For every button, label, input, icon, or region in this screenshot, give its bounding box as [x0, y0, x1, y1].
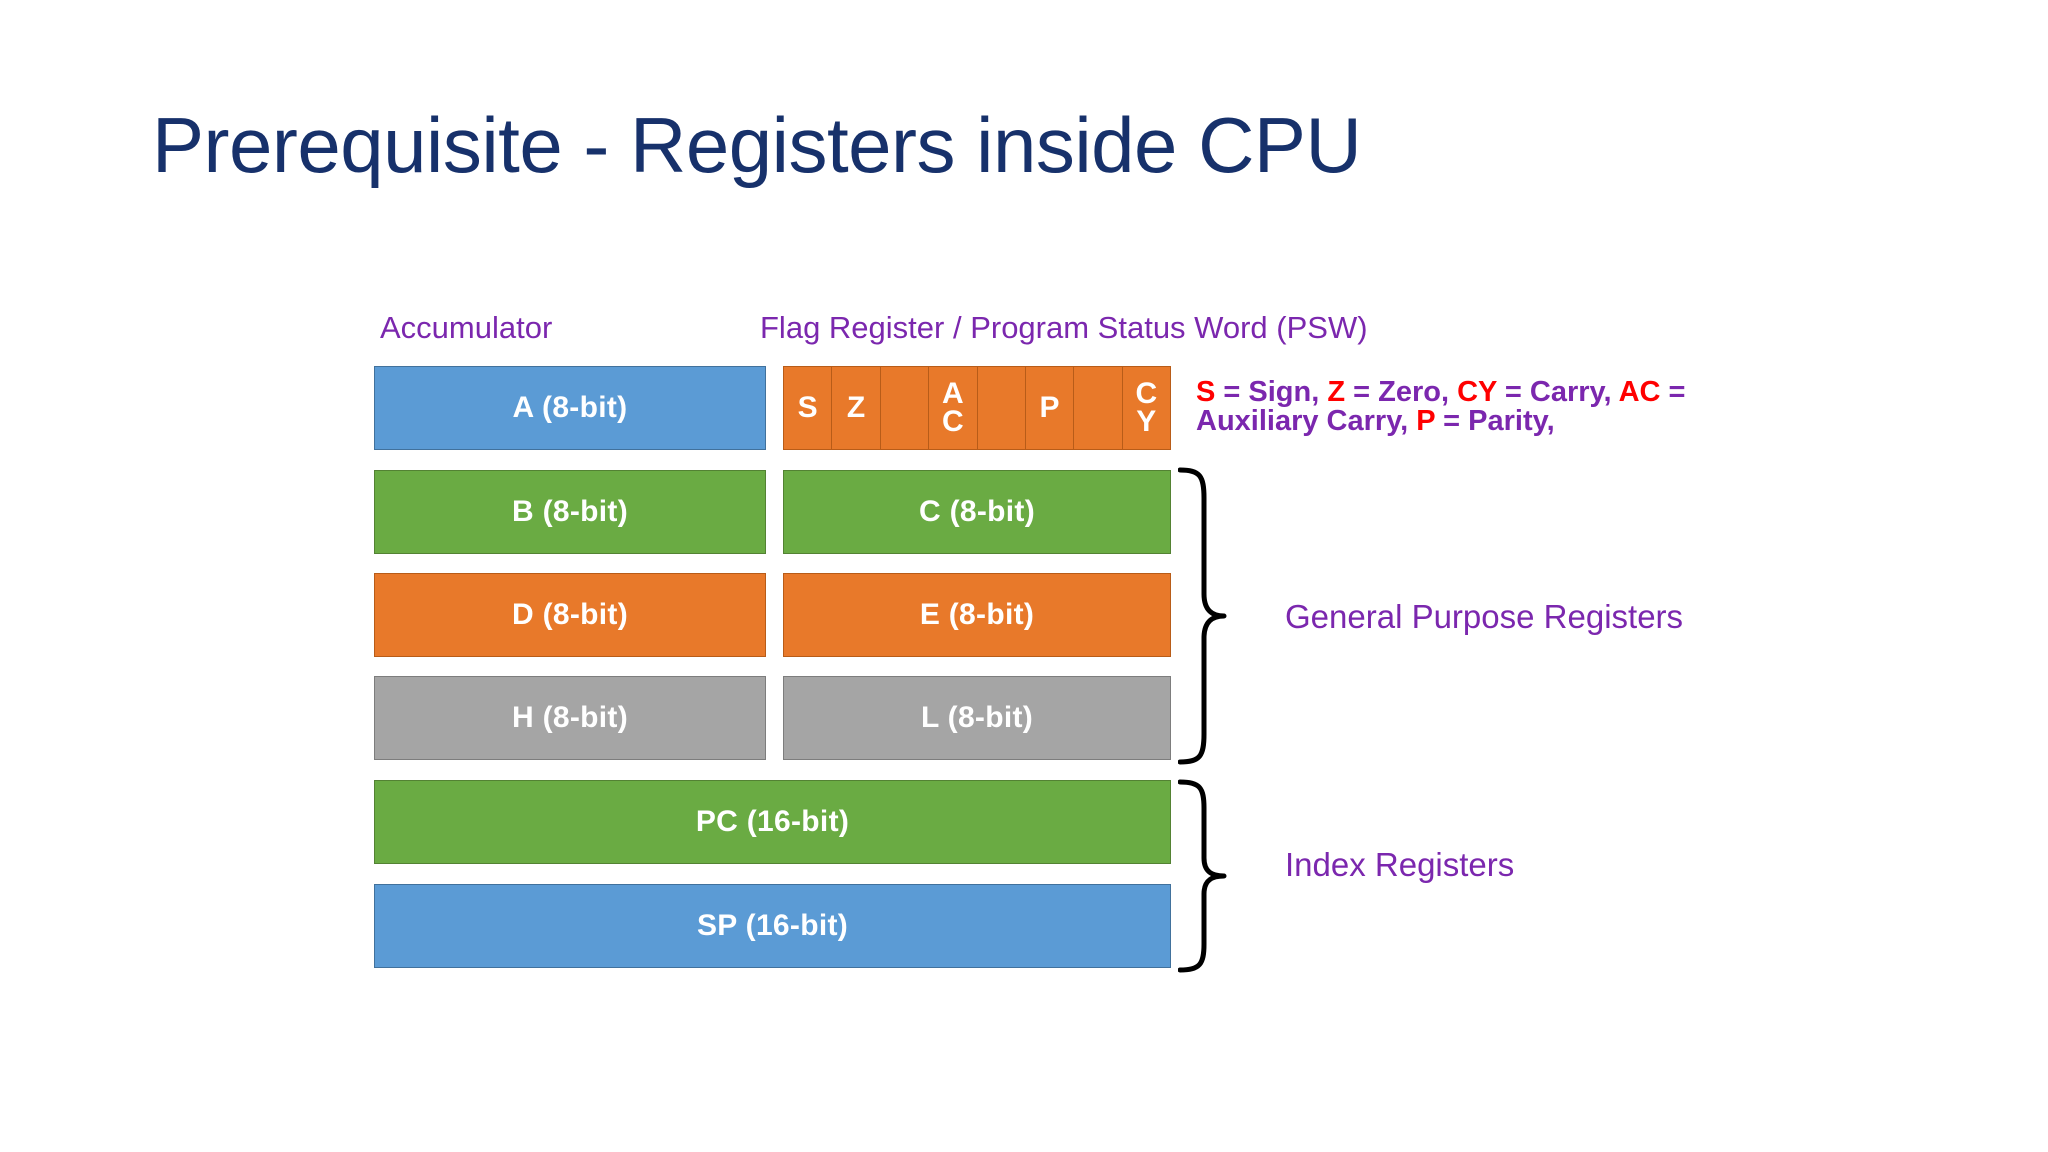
flag-cell-zero: Z	[832, 367, 881, 449]
flag-cell-parity-line-0: P	[1039, 390, 1060, 424]
legend-key-s: S	[1196, 376, 1216, 408]
general-purpose-brace	[1177, 466, 1268, 771]
index-registers-label: Index Registers	[1285, 846, 1515, 883]
flag-cell-auxiliary-carry: A C	[929, 367, 978, 449]
register-box-c: C (8-bit)	[783, 470, 1171, 554]
register-box-d: D (8-bit)	[374, 573, 766, 657]
legend-key-cy: CY	[1457, 376, 1497, 408]
flag-cell-ac-line-0: A	[941, 376, 964, 410]
register-box-h: H (8-bit)	[374, 676, 766, 760]
flag-cell-unused-2	[978, 367, 1026, 449]
general-purpose-registers-label: General Purpose Registers	[1285, 598, 1684, 635]
legend-text-cy: = Carry,	[1496, 376, 1619, 408]
register-box-l: L (8-bit)	[783, 676, 1171, 760]
flag-cell-cy-line-0: C	[1135, 376, 1158, 410]
legend-key-p: P	[1416, 405, 1436, 437]
legend-text-s: = Sign,	[1215, 376, 1328, 408]
index-registers-brace	[1177, 778, 1268, 979]
psw-column-label: Flag Register / Program Status Word (PSW…	[760, 310, 1368, 345]
legend-key-z: Z	[1327, 376, 1346, 408]
register-box-sp: SP (16-bit)	[374, 884, 1171, 968]
flag-cell-unused-3	[1074, 367, 1123, 449]
legend-text-p: = Parity,	[1435, 405, 1555, 437]
legend-text-z: = Zero,	[1345, 376, 1458, 408]
flag-cell-carry: C Y	[1123, 367, 1170, 449]
register-box-pc: PC (16-bit)	[374, 780, 1171, 864]
register-box-b: B (8-bit)	[374, 470, 766, 554]
register-box-a: A (8-bit)	[374, 366, 766, 450]
flag-cell-unused-1	[881, 367, 930, 449]
accumulator-column-label: Accumulator	[380, 310, 553, 345]
register-box-e: E (8-bit)	[783, 573, 1171, 657]
legend-key-ac: AC	[1618, 376, 1661, 408]
flag-cell-ac-line-1: C	[941, 405, 964, 438]
legend-text-ac: = Auxiliary Carry,	[1196, 376, 1686, 437]
flag-register-box: S Z A C P C Y	[783, 366, 1171, 450]
flag-cell-parity: P	[1026, 367, 1075, 449]
flag-cell-zero-line-0: Z	[846, 390, 866, 424]
flag-cell-cy-line-1: Y	[1136, 405, 1157, 438]
flag-cell-sign: S	[784, 367, 833, 449]
page-title: Prerequisite - Registers inside CPU	[152, 101, 1362, 189]
flag-legend: S = Sign, Z = Zero, CY = Carry, AC = Aux…	[1196, 378, 1696, 436]
flag-cell-sign-line-0: S	[797, 390, 818, 424]
